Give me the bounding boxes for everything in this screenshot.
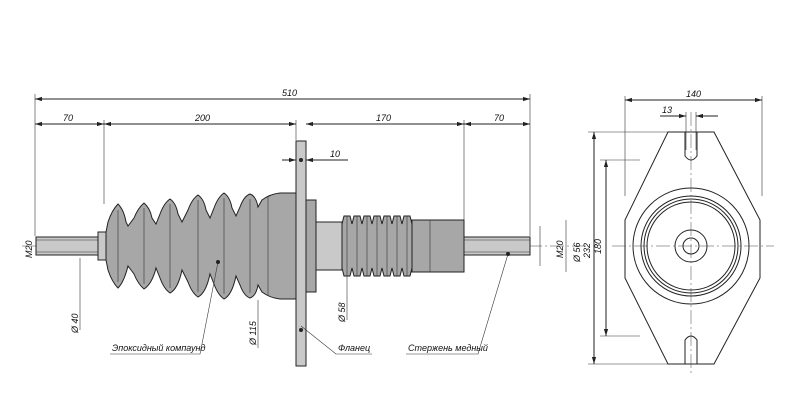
copper-rod-body (411, 219, 465, 273)
right-stud (463, 236, 531, 256)
label-flange: Фланец (338, 343, 370, 353)
dim-insulator: 200 (194, 113, 210, 123)
side-view (22, 140, 588, 367)
dim-flange-width: 140 (686, 89, 701, 99)
left-stud-collar (97, 231, 107, 261)
flange-plate (295, 140, 307, 367)
dim-left-stud: 70 (63, 113, 73, 123)
dim-flange-thickness: 10 (330, 149, 340, 159)
dim-stud-diameter: Ø 40 (70, 313, 80, 334)
dim-body-diameter: Ø 115 (248, 320, 258, 346)
flange-outline (624, 131, 761, 365)
dim-rod-diameter: Ø 58 (337, 302, 347, 323)
dim-right-stud: 70 (494, 113, 504, 123)
dimension-lines (34, 94, 567, 348)
inner-sleeve (315, 221, 343, 271)
dim-inner-diameter: Ø 56 (572, 242, 582, 263)
dim-right-thread: M20 (555, 240, 565, 258)
label-epoxy: Эпоксидный компаунд (112, 343, 205, 353)
dim-height-inner: 232 (582, 243, 592, 259)
dim-overall: 510 (282, 88, 297, 98)
dim-height-outer: 180 (593, 239, 603, 254)
epoxy-insulator-body (105, 192, 297, 300)
label-leaders: Эпоксидный компаунд Фланец Стержень медн… (110, 252, 510, 355)
label-copper-rod: Стержень медный (408, 343, 488, 353)
dim-left-thread: M20 (24, 240, 34, 258)
dimension-texts: 510 70 200 170 70 10 M20 M20 Ø 40 Ø 115 … (24, 88, 603, 346)
flange-hub (305, 199, 317, 293)
dim-flange-to-stud: 170 (376, 113, 391, 123)
dim-slot-width: 13 (662, 105, 672, 115)
front-view: 140 13 (588, 89, 774, 376)
